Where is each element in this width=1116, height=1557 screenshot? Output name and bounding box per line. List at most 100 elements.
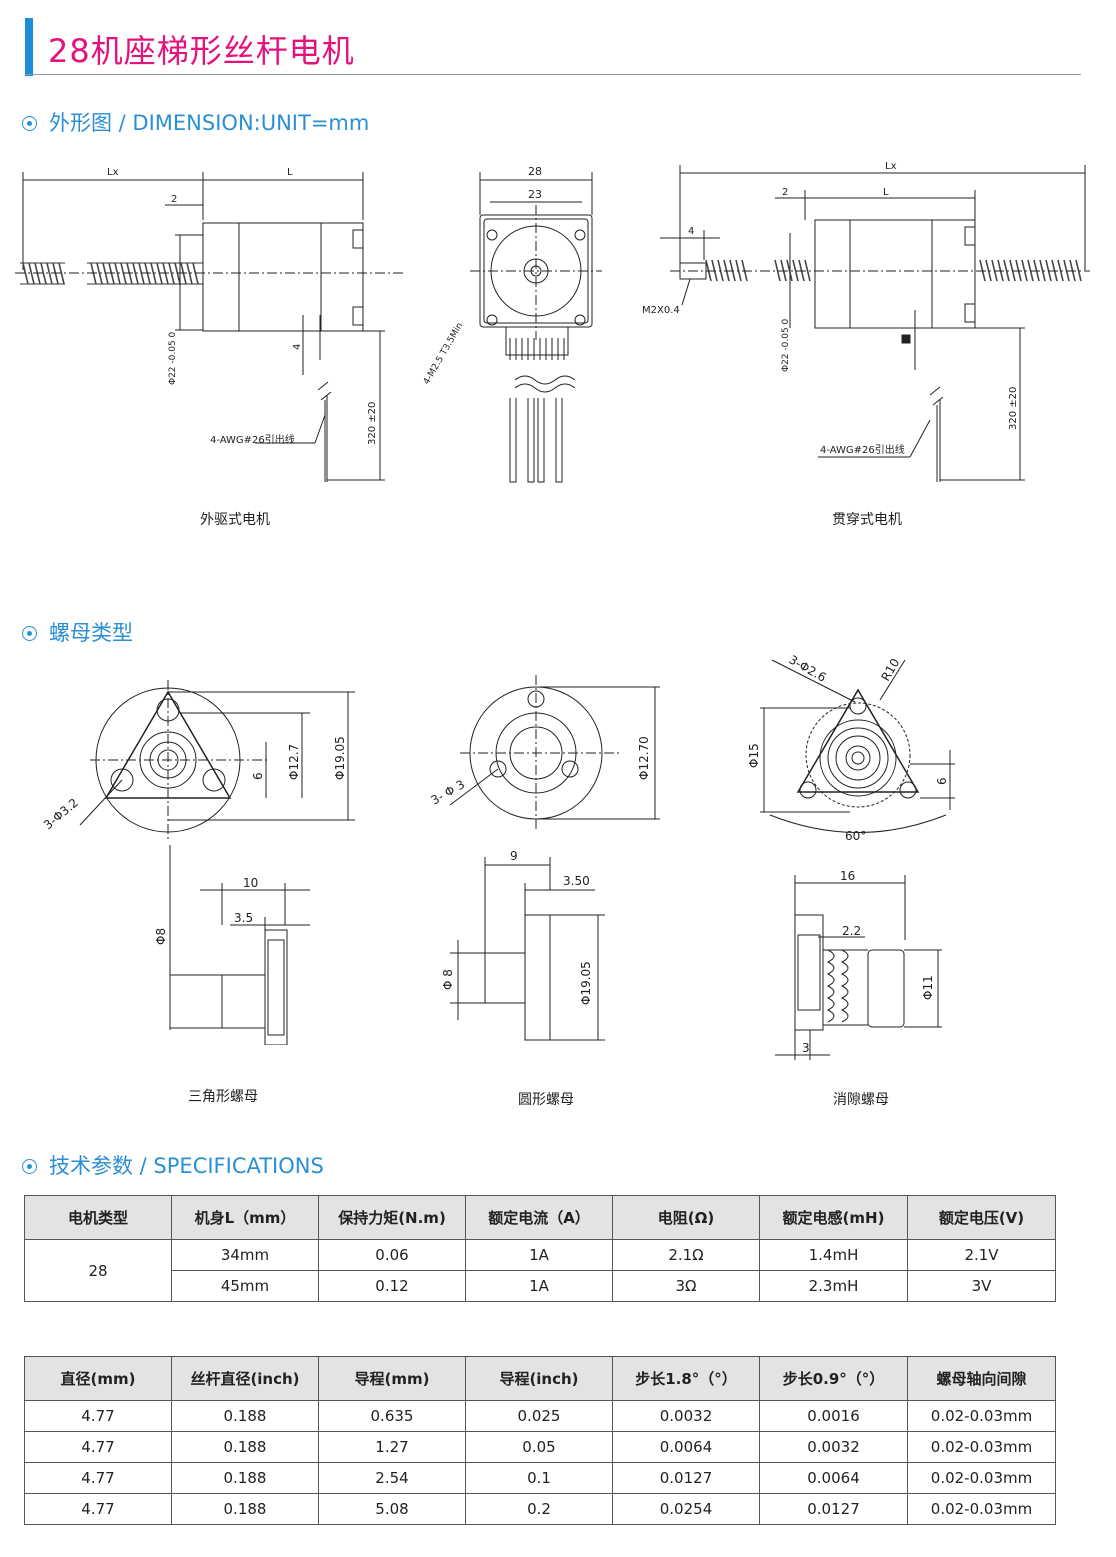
table-cell: 1.4mH [759, 1239, 908, 1271]
dim-dia: Φ22 -0.05 0 [168, 331, 178, 385]
table-cell: 0.06 [318, 1239, 466, 1271]
table-header: 丝杆直径(inch) [171, 1356, 319, 1401]
table-cell: 45mm [171, 1270, 319, 1302]
dim-lead-length: 320 ±20 [1008, 387, 1019, 430]
dim-d12-70: Φ12.70 [637, 736, 651, 780]
table-header: 额定电流（A） [465, 1195, 613, 1240]
page-title: 28机座梯形丝杆电机 [48, 32, 355, 70]
table-header: 导程(inch) [465, 1356, 613, 1401]
table-cell: 1A [465, 1270, 613, 1302]
table-cell: 0.188 [171, 1493, 319, 1525]
table-cell: 34mm [171, 1239, 319, 1271]
table-cell: 0.0032 [759, 1431, 908, 1463]
through-motor-drawing: Lx 2 L 4 M2X0.4 Φ22 -0.05 0 320 ±20 4-AW… [642, 161, 1090, 482]
table-cell: 3Ω [612, 1270, 760, 1302]
table-cell: 1.27 [318, 1431, 466, 1463]
section-dimension: 外形图 / DIMENSION:UNIT=mm [22, 107, 369, 137]
dim-6: 6 [251, 772, 265, 780]
table-cell: 4.77 [24, 1493, 172, 1525]
table-header: 电机类型 [24, 1195, 172, 1240]
table-row: 28 34mm 0.06 1A 2.1Ω 1.4mH 2.1V [24, 1239, 1056, 1302]
round-nut-side-drawing: 9 3.50 Φ 8 Φ19.05 [441, 849, 605, 1041]
dim-holes: 3- Φ 3 [429, 777, 468, 807]
dim-3-5: 3.5 [234, 911, 253, 925]
lead-wire-label: 4-AWG#26引出线 [210, 433, 295, 446]
table-cell: 0.188 [171, 1431, 319, 1463]
table-row: 4.77 0.188 1.27 0.05 0.0064 0.0032 0.02-… [24, 1431, 1056, 1463]
external-motor-drawing: Lx L 2 Φ22 -0.05 0 4 320 ±20 4-AWG#26引出线 [15, 167, 405, 482]
table-cell: 4.77 [24, 1400, 172, 1432]
table-cell: 0.02-0.03mm [907, 1493, 1056, 1525]
table-cell: 0.0127 [612, 1462, 760, 1494]
table-row: 4.77 0.188 2.54 0.1 0.0127 0.0064 0.02-0… [24, 1462, 1056, 1494]
table-cell: 0.025 [465, 1400, 613, 1432]
dim-dia: Φ22 -0.05 0 [781, 318, 791, 372]
triangle-nut-top-drawing: 6 Φ12.7 Φ19.05 3-Φ3.2 [41, 680, 355, 840]
table-cell: 2.1Ω [612, 1239, 760, 1271]
table-header: 额定电感(mH) [759, 1195, 908, 1240]
table-cell: 0.2 [465, 1493, 613, 1525]
caption-anti-backlash-nut: 消隙螺母 [833, 1092, 889, 1108]
thread-label: M2X0.4 [642, 305, 680, 316]
caption-round-nut: 圆形螺母 [518, 1092, 574, 1108]
dim-screw: 4-M2.5 T3.5Min [422, 321, 466, 386]
table-cell: 0.02-0.03mm [907, 1400, 1056, 1432]
table-cell: 5.08 [318, 1493, 466, 1525]
dim-2: 2 [171, 194, 177, 205]
table-header: 额定电压(V) [907, 1195, 1056, 1240]
table-cell: 1A [465, 1239, 613, 1271]
anti-backlash-nut-top-drawing: Φ15 6 60° 3-Φ2.6 R10 [747, 652, 955, 843]
table-cell: 0.1 [465, 1462, 613, 1494]
table-row: 4.77 0.188 0.635 0.025 0.0032 0.0016 0.0… [24, 1400, 1056, 1432]
table-header: 机身L（mm） [171, 1195, 319, 1240]
dim-2: 2 [782, 187, 788, 198]
dim-d19: Φ19.05 [333, 736, 347, 780]
table-cell: 0.0064 [759, 1462, 908, 1494]
dim-23: 23 [528, 188, 542, 201]
motor-front-drawing: 28 23 4-M2.5 T3.5Min [422, 165, 602, 483]
section-specifications: 技术参数 / SPECIFICATIONS [22, 1150, 324, 1180]
table-cell: 3V [907, 1270, 1056, 1302]
table-cell: 2.54 [318, 1462, 466, 1494]
dim-16: 16 [840, 869, 855, 883]
table-header: 直径(mm) [24, 1356, 172, 1401]
caption-triangle-nut: 三角形螺母 [188, 1089, 258, 1105]
dim-4: 4 [292, 344, 303, 350]
table-row: 4.77 0.188 5.08 0.2 0.0254 0.0127 0.02-0… [24, 1493, 1056, 1525]
dim-angle: 60° [845, 829, 866, 843]
dim-l: L [287, 167, 293, 178]
target-icon [22, 1159, 37, 1174]
dim-3-50: 3.50 [563, 874, 590, 888]
table-cell: 0.635 [318, 1400, 466, 1432]
dim-phi11: Φ11 [921, 975, 935, 1000]
dim-2-2: 2.2 [842, 924, 861, 938]
motor-type-cell: 28 [24, 1239, 172, 1302]
caption-through-motor: 贯穿式电机 [832, 512, 902, 528]
table-header: 保持力矩(N.m) [318, 1195, 466, 1240]
dim-phi8: Φ 8 [441, 969, 455, 990]
dim-3: 3 [802, 1041, 810, 1055]
table-cell: 0.02-0.03mm [907, 1462, 1056, 1494]
table-row: 45mm 0.12 1A 3Ω 2.3mH 3V [25, 1270, 1056, 1302]
section-specifications-label: 技术参数 / SPECIFICATIONS [49, 1154, 324, 1178]
table-header-row: 直径(mm) 丝杆直径(inch) 导程(mm) 导程(inch) 步长1.8°… [24, 1356, 1056, 1401]
target-icon [22, 116, 37, 131]
lead-wire-label: 4-AWG#26引出线 [820, 443, 905, 456]
section-dimension-label: 外形图 / DIMENSION:UNIT=mm [49, 111, 370, 135]
title-divider [25, 74, 1081, 75]
section-nut-types: 螺母类型 [22, 617, 133, 647]
table-cell: 0.0127 [759, 1493, 908, 1525]
table-header: 导程(mm) [318, 1356, 466, 1401]
triangle-nut-side-drawing: Φ8 10 3.5 [154, 845, 310, 1045]
caption-external-motor: 外驱式电机 [200, 512, 270, 528]
round-nut-top-drawing: Φ12.70 3- Φ 3 [429, 675, 660, 830]
dim-10: 10 [243, 876, 258, 890]
table-cell: 0.12 [318, 1270, 466, 1302]
table-cell: 0.188 [171, 1400, 319, 1432]
dim-lx: Lx [107, 167, 119, 178]
dim-d19-05: Φ19.05 [579, 961, 593, 1005]
table-cell: 0.0064 [612, 1431, 760, 1463]
anti-backlash-nut-side-drawing: 16 2.2 Φ11 3 [775, 869, 942, 1060]
table-cell: 4.77 [24, 1431, 172, 1463]
dim-28: 28 [528, 165, 542, 178]
